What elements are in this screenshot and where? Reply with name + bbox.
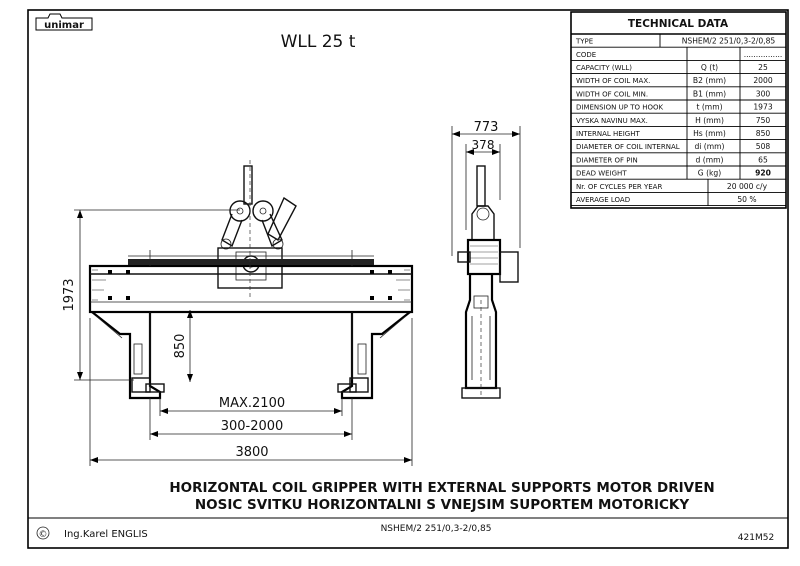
tech-row-label: TYPE (575, 38, 593, 46)
drawing-frame (27, 9, 789, 549)
tech-row-label: DIAMETER OF COIL INTERNAL (576, 143, 680, 151)
shackle-right (252, 200, 274, 222)
tech-row-value: NSHEM/2 251/0,3-2/0,85 (682, 37, 776, 46)
main-beam (88, 264, 414, 314)
copyright-symbol: © (39, 530, 48, 540)
tech-row: WIDTH OF COIL MIN. B1 (mm) 300 (576, 89, 770, 98)
description-line-1: HORIZONTAL COIL GRIPPER WITH EXTERNAL SU… (169, 480, 714, 496)
tech-row: TYPE NSHEM/2 251/0,3-2/0,85 (575, 37, 775, 46)
description-line-2: NOSIC SVITKU HORIZONTALNI S VNEJSIM SUPO… (195, 497, 689, 513)
dimension-850-label: 850 (173, 334, 188, 359)
tech-row: CODE................ (576, 50, 782, 59)
tech-row-value: ................ (744, 50, 783, 59)
tech-row-value: 1973 (753, 103, 772, 112)
tech-row-value: 65 (758, 155, 768, 164)
copyright-circle (36, 526, 50, 540)
left-gripper-arm (91, 311, 162, 400)
dimension-300-2000: 300-2000 (149, 398, 353, 440)
dimension-773: 773 (451, 120, 521, 256)
tech-row-unit: Q (t) (701, 63, 718, 72)
threaded-spindle (128, 259, 374, 265)
tech-row-unit: t (mm) (696, 103, 722, 112)
dimension-773-label: 773 (474, 120, 499, 135)
tech-row-value: 508 (756, 142, 771, 151)
tech-row-unit: H (mm) (695, 116, 724, 125)
logo-text: unimar (44, 20, 84, 31)
footer-type-code: NSHEM/2 251/0,3-2/0,85 (381, 524, 492, 534)
footer: © Ing.Karel ENGLIS NSHEM/2 251/0,3-2/0,8… (36, 524, 774, 543)
tech-wide-row-value: 20 000 c/y (727, 182, 768, 191)
tech-row: VYSKA NAVINU MAX. H (mm) 750 (576, 116, 770, 125)
tech-row: DEAD WEIGHT G (kg) 920 (576, 169, 771, 178)
tech-row-label: WIDTH OF COIL MIN. (576, 90, 648, 98)
dimension-1973: 1973 (62, 209, 240, 381)
tech-row: WIDTH OF COIL MAX. B2 (mm) 2000 (576, 76, 773, 85)
tech-row-value: 750 (756, 116, 771, 125)
tech-row-label: VYSKA NAVINU MAX. (576, 117, 648, 125)
tech-row-value: 300 (756, 89, 771, 98)
tech-row-unit: B2 (mm) (693, 76, 726, 85)
dimension-300-2000-label: 300-2000 (221, 419, 284, 434)
tech-row-label: DIAMETER OF PIN (576, 156, 638, 164)
tech-row-value: 25 (758, 63, 768, 72)
dimension-3800-label: 3800 (235, 445, 268, 460)
tech-row-unit: B1 (mm) (693, 89, 726, 98)
technical-data-table: TECHNICAL DATA TYPE NSHEM/2 251/0,3-2/0,8… (570, 11, 787, 209)
tech-row: DIAMETER OF COIL INTERNAL di (mm) 508 (576, 142, 770, 151)
tech-wide-row-label: Nr. OF CYCLES PER YEAR (576, 183, 662, 191)
tech-wide-row: AVERAGE LOAD 50 % (576, 195, 757, 204)
drawing-number: 421M52 (738, 533, 774, 543)
side-view: 773 378 (451, 120, 521, 399)
dimension-850: 850 (173, 310, 193, 382)
tech-row: INTERNAL HEIGHT Hs (mm) 850 (576, 129, 770, 138)
tech-row-unit: di (mm) (694, 142, 724, 151)
tech-row-label: DEAD WEIGHT (576, 170, 627, 178)
author-name: Ing.Karel ENGLIS (64, 529, 148, 540)
dimension-378: 378 (465, 138, 501, 230)
tech-row-unit: Hs (mm) (693, 129, 726, 138)
tech-row-label: CAPACITY (WLL) (576, 64, 632, 72)
tech-row-label: INTERNAL HEIGHT (576, 130, 640, 138)
shackle-left (229, 200, 251, 222)
tech-wide-row-value: 50 % (737, 195, 756, 204)
dimension-max-2100: MAX.2100 (159, 396, 343, 416)
tech-row-unit: d (mm) (696, 155, 724, 164)
tech-row-value: 2000 (753, 76, 772, 85)
tech-wide-row-label: AVERAGE LOAD (576, 196, 630, 204)
tech-row-label: WIDTH OF COIL MAX. (576, 77, 650, 85)
technical-data-heading: TECHNICAL DATA (628, 18, 729, 30)
unimar-logo: unimar (35, 13, 93, 31)
tech-row-label: CODE (576, 51, 596, 59)
drive-motor (466, 238, 502, 276)
dimension-3800: 3800 (89, 318, 413, 466)
tech-row-unit: G (kg) (698, 169, 721, 178)
lifting-eye (243, 165, 253, 205)
front-view: 1973 850 MAX.2100 300-2000 (62, 160, 414, 466)
tech-row: CAPACITY (WLL) Q (t) 25 (576, 63, 768, 72)
tech-row: DIMENSION UP TO HOOK t (mm) 1973 (576, 103, 773, 112)
tech-row: DIAMETER OF PIN d (mm) 65 (576, 155, 768, 164)
tech-wide-row: Nr. OF CYCLES PER YEAR 20 000 c/y (576, 182, 768, 191)
tech-row-value: 850 (756, 129, 771, 138)
tech-row-value: 920 (755, 169, 771, 178)
tech-row-label: DIMENSION UP TO HOOK (576, 104, 663, 112)
dimension-1973-label: 1973 (62, 278, 77, 311)
dimension-378-label: 378 (472, 138, 495, 152)
drawing-title: WLL 25 t (281, 32, 356, 52)
dimension-max-2100-label: MAX.2100 (219, 396, 285, 411)
